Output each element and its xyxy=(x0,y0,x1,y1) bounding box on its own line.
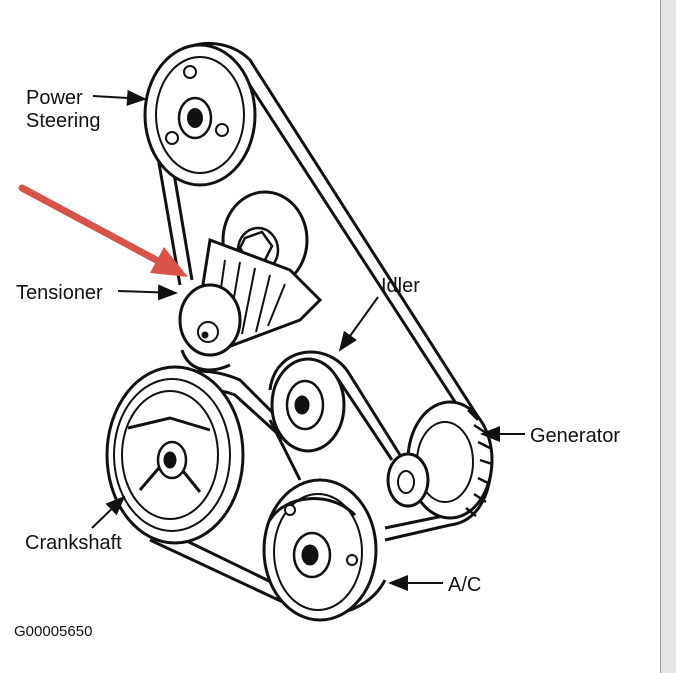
label-tensioner: Tensioner xyxy=(16,282,103,304)
label-leaders xyxy=(91,89,525,591)
leader-power-steering xyxy=(92,89,147,106)
generator-pulley xyxy=(386,400,494,520)
page-edge xyxy=(660,0,676,673)
label-idler: Idler xyxy=(381,275,420,297)
leader-crankshaft xyxy=(91,495,126,529)
ac-pulley xyxy=(262,478,378,622)
crankshaft-pulley xyxy=(105,365,245,545)
label-crankshaft: Crankshaft xyxy=(25,532,122,554)
idler-pulley xyxy=(270,357,346,453)
leader-idler xyxy=(338,296,379,352)
label-ac: A/C xyxy=(448,574,481,596)
label-power-steering-line1: Power xyxy=(26,87,83,109)
label-power-steering-line2: Steering xyxy=(26,110,101,132)
power-steering-pulley xyxy=(143,43,257,187)
highlight-arrow xyxy=(18,184,188,277)
leader-tensioner xyxy=(117,284,178,301)
label-generator: Generator xyxy=(530,425,620,447)
reference-code: G00005650 xyxy=(14,623,92,640)
tensioner-assembly xyxy=(178,190,323,357)
